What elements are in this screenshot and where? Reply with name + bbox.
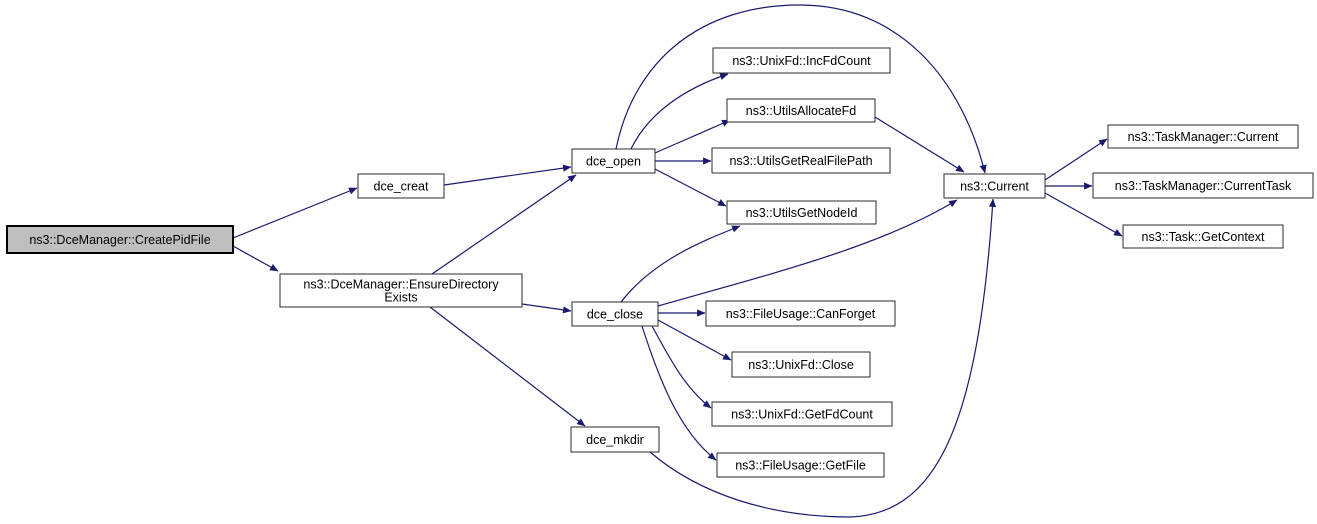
edge-dce-close--ns3-fileusage-getfile [641,325,717,461]
node-box [711,401,893,427]
node-label: dce_mkdir [586,433,644,447]
edge-ns3-current--ns3-taskmanager-current [1044,138,1108,181]
node-label: ns3::Task::GetContext [1142,230,1266,244]
node-box [711,147,891,174]
edge-dce-open--ns3-utilsgetnodeid [654,168,727,207]
edge-dce-mkdir--ns3-current [649,198,997,518]
node-ns3-utilsallocatefd[interactable]: ns3::UtilsAllocateFd [726,98,876,123]
node-ns3-taskmanager-currenttask[interactable]: ns3::TaskManager::CurrentTask [1092,172,1314,199]
node-label-line: Exists [384,291,417,305]
node-box [1092,172,1314,199]
node-ns3-utilsgetrealfilepath[interactable]: ns3::UtilsGetRealFilePath [711,147,891,174]
node-box [712,47,891,74]
node-dce-open[interactable]: dce_open [571,148,656,174]
node-label: ns3::UnixFd::IncFdCount [732,54,871,68]
node-ns3-unixfd-getfdcount[interactable]: ns3::UnixFd::GetFdCount [711,401,893,427]
node-label-line: ns3::UtilsGetNodeId [746,206,858,220]
node-label: ns3::UtilsGetNodeId [746,206,858,220]
node-dce-mkdir[interactable]: dce_mkdir [570,426,660,453]
node-box [943,173,1046,199]
edge-dce-creat--dce-open [443,164,572,186]
node-label: ns3::FileUsage::GetFile [735,459,866,473]
edge-dce-close--ns3-utilsgetnodeid [620,225,741,303]
node-box [571,148,656,174]
edge-ns3-dcemanager-ensuredirectoryexists--dce-mkdir [429,306,586,427]
node-dce-close[interactable]: dce_close [571,301,659,327]
node-label: dce_open [586,155,641,169]
edge-ns3-dcemanager-ensuredirectoryexists--dce-open [431,174,577,275]
edge-dce-open--ns3-current [615,4,987,174]
node-label-line: dce_mkdir [586,433,644,447]
node-label: ns3::TaskManager::CurrentTask [1115,179,1292,193]
node-label-line: ns3::DceManager::CreatePidFile [29,233,210,247]
edge-ns3-current--ns3-task-getcontext [1044,192,1123,237]
node-ns3-dcemanager-createpidfile: ns3::DceManager::CreatePidFile [6,225,234,254]
node-ns3-taskmanager-current[interactable]: ns3::TaskManager::Current [1107,124,1299,149]
node-box [571,301,659,327]
node-ns3-fileusage-canforget[interactable]: ns3::FileUsage::CanForget [705,300,896,327]
node-label: ns3::UtilsGetRealFilePath [729,154,872,168]
node-label-line: ns3::FileUsage::CanForget [726,307,876,321]
node-label-line: dce_open [586,155,641,169]
edge-dce-open--ns3-unixfd-incfdcount [630,73,729,150]
node-label-line: ns3::Current [960,180,1029,194]
node-label-line: ns3::UnixFd::GetFdCount [731,408,873,422]
node-label-line: ns3::TaskManager::Current [1128,130,1279,144]
node-ns3-task-getcontext[interactable]: ns3::Task::GetContext [1122,224,1284,249]
node-label-line: ns3::UnixFd::IncFdCount [732,54,871,68]
edge-ns3-utilsallocatefd--ns3-current [874,116,965,173]
node-label-line: dce_creat [374,180,429,194]
node-ns3-utilsgetnodeid[interactable]: ns3::UtilsGetNodeId [726,200,877,225]
node-label-line: ns3::FileUsage::GetFile [735,459,866,473]
node-label: dce_creat [374,180,429,194]
node-ns3-unixfd-incfdcount[interactable]: ns3::UnixFd::IncFdCount [712,47,891,74]
edge-ns3-dcemanager-ensuredirectoryexists--dce-close [521,303,572,314]
node-box [726,98,876,123]
node-box [357,173,445,199]
node-box [6,225,234,254]
node-label: ns3::UnixFd::Close [748,358,854,372]
node-label-line: ns3::Task::GetContext [1142,230,1266,244]
node-box [716,452,885,478]
node-box [705,300,896,327]
node-ns3-fileusage-getfile[interactable]: ns3::FileUsage::GetFile [716,452,885,478]
node-label: ns3::UnixFd::GetFdCount [731,408,873,422]
node-dce-creat[interactable]: dce_creat [357,173,445,199]
node-label: ns3::UtilsAllocateFd [746,104,857,118]
node-label-line: dce_close [587,308,643,322]
node-box [726,200,877,225]
node-label: ns3::DceManager::CreatePidFile [29,233,210,247]
node-label: ns3::TaskManager::Current [1128,130,1279,144]
node-box [1107,124,1299,149]
node-ns3-current[interactable]: ns3::Current [943,173,1046,199]
node-label-line: ns3::TaskManager::CurrentTask [1115,179,1292,193]
node-box [731,351,871,378]
edge-dce-close--ns3-current [657,199,958,307]
edge-dce-open--ns3-utilsallocatefd [654,119,731,154]
node-label: ns3::FileUsage::CanForget [726,307,876,321]
node-label: ns3::Current [960,180,1029,194]
node-box [279,273,523,308]
node-label-line: ns3::DceManager::EnsureDirectory [303,278,499,292]
node-label-line: ns3::UtilsAllocateFd [746,104,857,118]
edge-dce-close--ns3-unixfd-close [657,319,732,361]
node-box [570,426,660,453]
node-ns3-unixfd-close[interactable]: ns3::UnixFd::Close [731,351,871,378]
node-label-line: ns3::UtilsGetRealFilePath [729,154,872,168]
node-label-line: ns3::UnixFd::Close [748,358,854,372]
edge-dce-close--ns3-unixfd-getfdcount [651,325,712,409]
node-box [1122,224,1284,249]
edge-ns3-dcemanager-createpidfile--dce-creat [232,187,358,239]
node-label: dce_close [587,308,643,322]
edge-ns3-dcemanager-createpidfile--ns3-dcemanager-ensuredirectoryexists [232,245,279,272]
